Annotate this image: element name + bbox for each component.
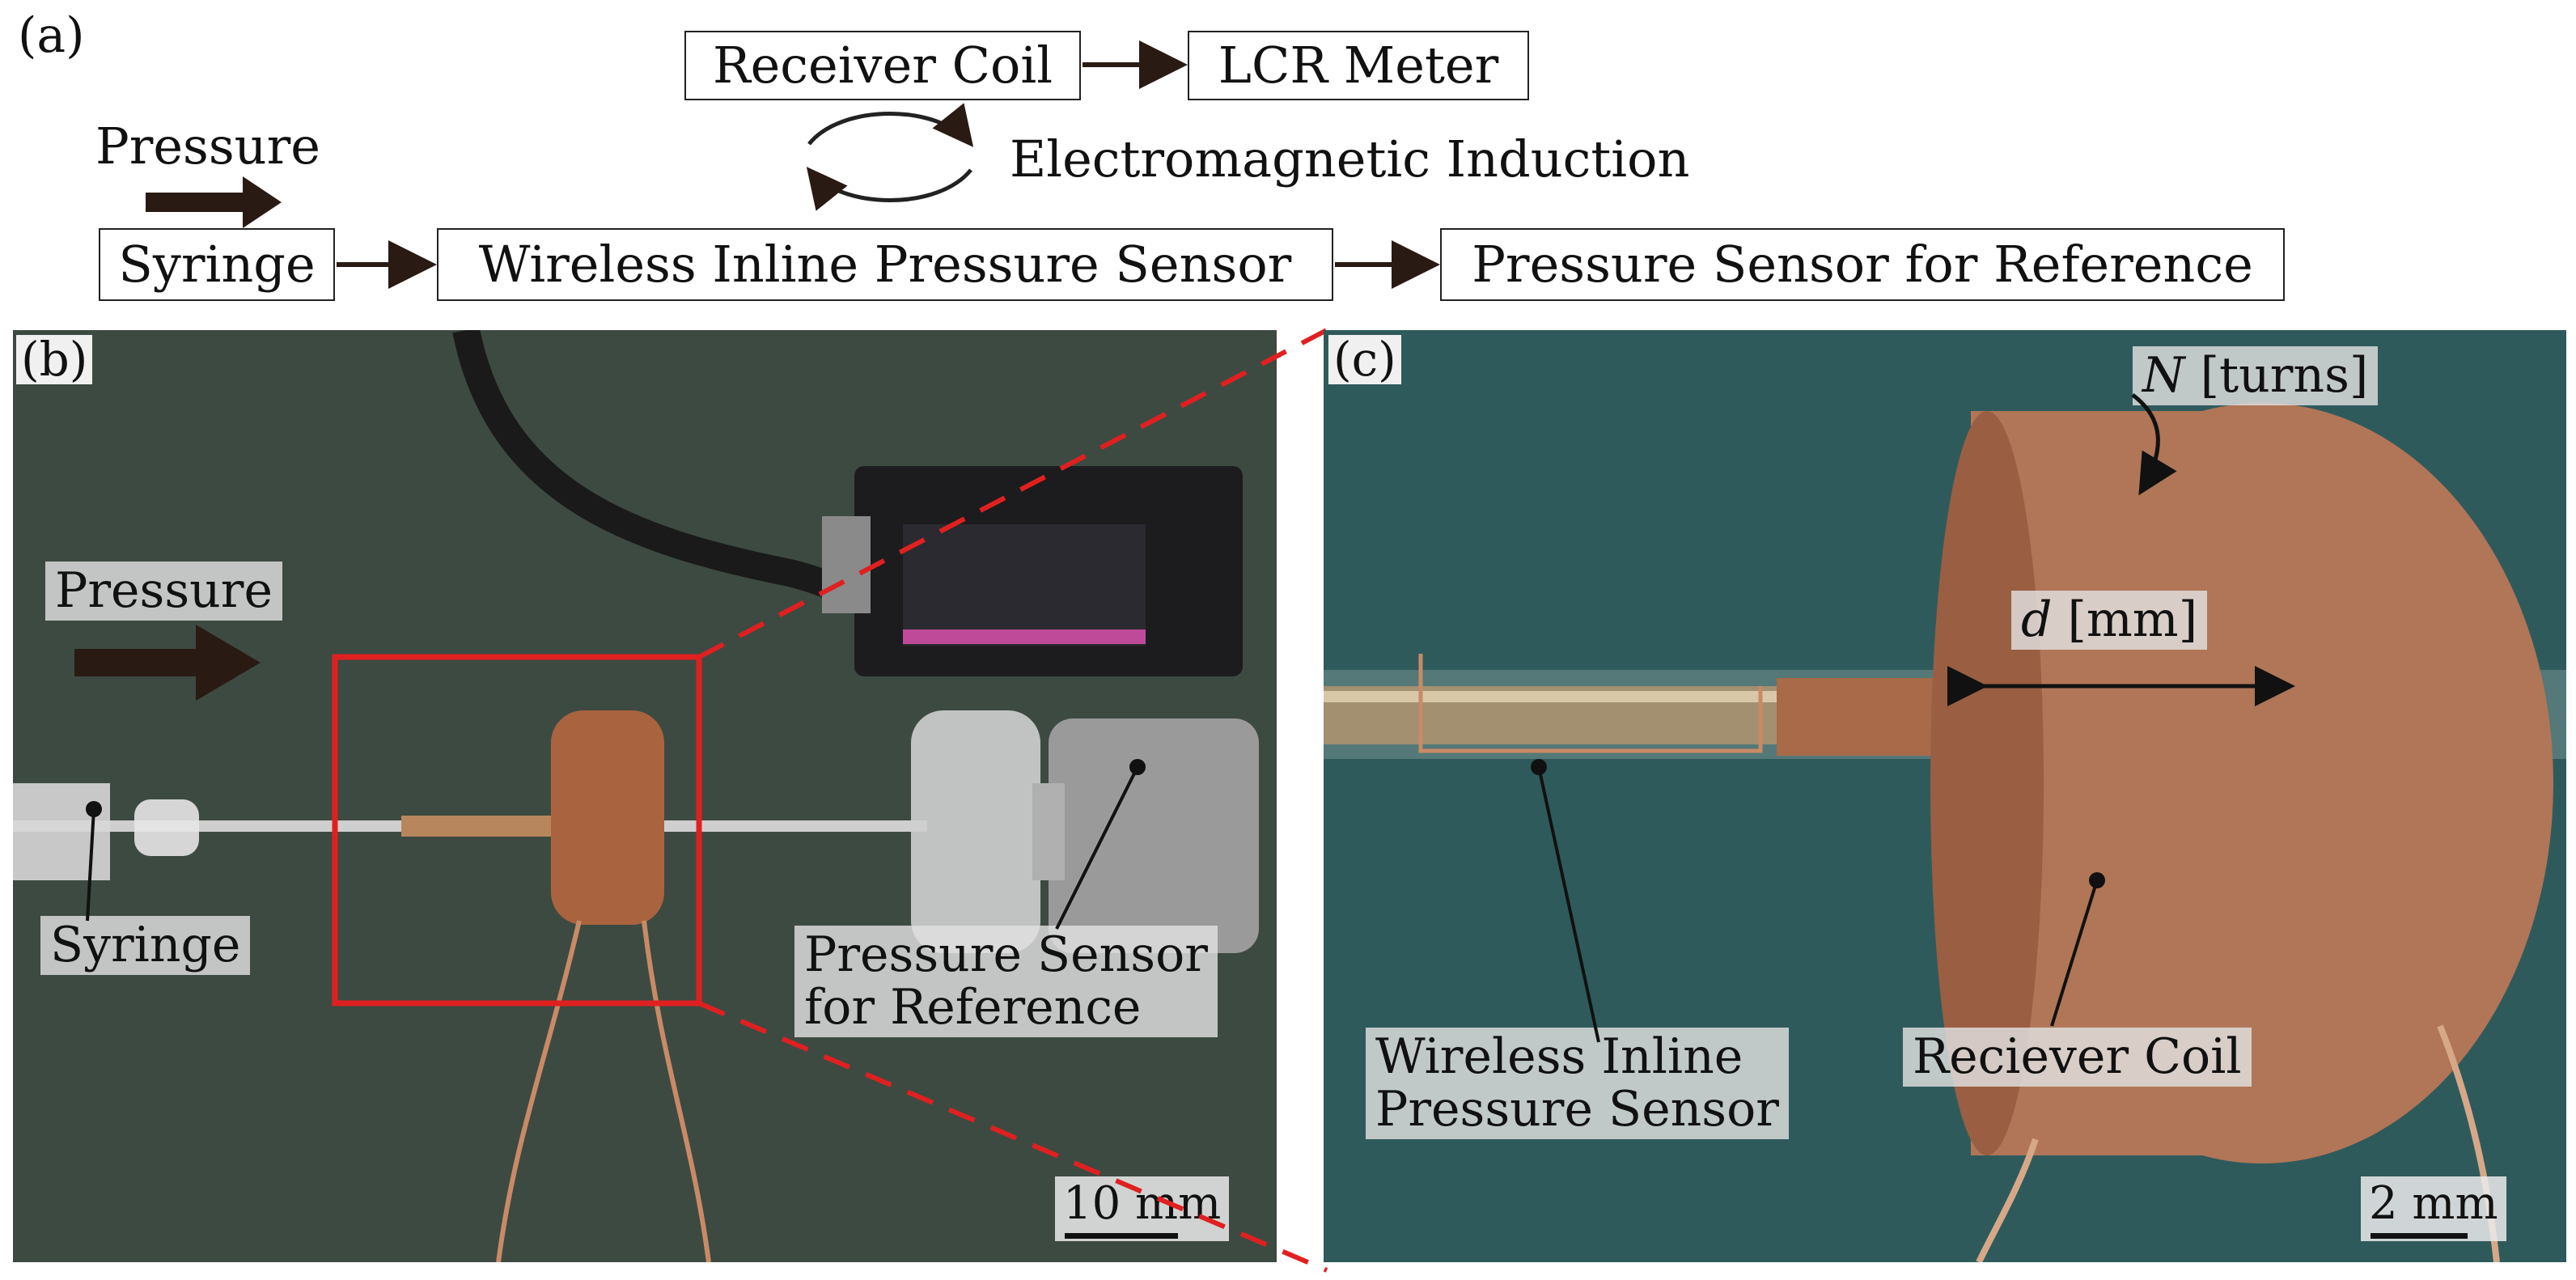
reference-label-line2: for Reference <box>804 978 1142 1036</box>
syringe-box: Syringe <box>99 228 335 301</box>
pressure-label-a: Pressure <box>95 117 320 176</box>
scale-bar-c-line <box>2371 1233 2468 1239</box>
pressure-arrow-a <box>146 176 282 228</box>
diameter-variable: d <box>2021 591 2053 648</box>
panel-c-label: (c) <box>1328 335 1401 384</box>
reference-label-line1: Pressure Sensor <box>804 926 1208 983</box>
coil-label-c: Reciever Coil <box>1903 1028 2252 1087</box>
turns-unit: [turns] <box>2200 347 2369 404</box>
scale-label-c: 2 mm <box>2369 1177 2498 1230</box>
scale-bar-b-line <box>1065 1233 1178 1239</box>
turns-label: N [turns] <box>2133 346 2379 405</box>
pressure-label-b: Pressure <box>45 562 282 621</box>
reference-label-b: Pressure Sensor for Reference <box>794 926 1218 1037</box>
induction-label: Electromagnetic Induction <box>1010 129 1690 189</box>
annotations-c <box>1531 393 2295 1043</box>
panel-b-label: (b) <box>16 335 93 384</box>
block-diagram-arrows <box>146 40 1440 289</box>
highlight-box <box>332 654 702 1007</box>
leader-lines-b <box>86 759 1146 930</box>
pressure-arrow-b <box>74 625 261 701</box>
sensor-label-line1: Wireless Inline <box>1375 1028 1743 1085</box>
photo-setup <box>13 330 1277 1262</box>
turns-variable: N <box>2142 347 2185 404</box>
diameter-unit: [mm] <box>2067 591 2198 648</box>
induction-arrow-bottom <box>806 167 972 211</box>
sensor-label-c: Wireless Inline Pressure Sensor <box>1366 1028 1789 1139</box>
sensor-label-line2: Pressure Sensor <box>1375 1080 1779 1138</box>
turns-arrow <box>2131 393 2177 496</box>
induction-arrow-top <box>807 103 974 147</box>
lcr-meter-box: LCR Meter <box>1188 31 1529 100</box>
reference-box: Pressure Sensor for Reference <box>1440 228 2285 301</box>
scale-bar-b: 10 mm <box>1055 1176 1230 1241</box>
scale-bar-c: 2 mm <box>2361 1176 2506 1241</box>
syringe-label-b: Syringe <box>40 916 251 975</box>
diameter-label: d [mm] <box>2011 591 2208 650</box>
scale-label-b: 10 mm <box>1063 1177 1222 1230</box>
receiver-coil-box: Receiver Coil <box>684 31 1081 100</box>
sensor-box: Wireless Inline Pressure Sensor <box>437 228 1333 301</box>
panel-a-label: (a) <box>18 7 85 64</box>
